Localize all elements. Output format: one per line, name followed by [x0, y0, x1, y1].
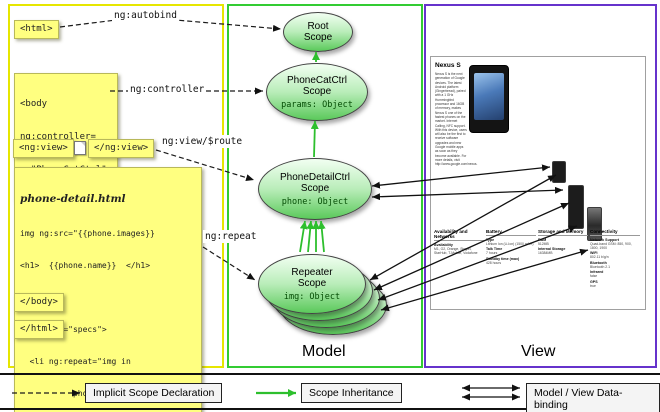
legend-implicit-scope: Implicit Scope Declaration	[85, 383, 223, 403]
legend-scope-inheritance: Scope Inheritance	[301, 383, 402, 403]
scope-type: Scope	[302, 85, 332, 97]
html-close-tag: </html>	[14, 320, 64, 339]
ngview-close-tag: </ng:view>	[88, 139, 155, 158]
spec-row: Talk Time 7 hours	[486, 247, 536, 255]
phone-thumbnail	[587, 207, 602, 241]
spec-header: Battery	[486, 229, 536, 236]
legend-data-binding: Model / View Data-binding	[526, 383, 660, 412]
spec-label: GPS	[590, 279, 598, 284]
spec-value: 16384MB	[538, 251, 553, 255]
spec-column: Connectivity Network Support Quad-band G…	[590, 229, 640, 289]
spec-column: Storage and Memory RAM 512MB Internal St…	[538, 229, 588, 289]
spec-row: Bluetooth Bluetooth 2.1	[590, 261, 640, 269]
scope-property: img: Object	[283, 291, 341, 302]
phone-detail-filename: phone-detail.html	[20, 193, 126, 205]
scope-type: Scope	[303, 32, 333, 43]
body-open-line: ng:controller=	[20, 132, 96, 142]
html-open-tag: <html>	[14, 20, 59, 39]
ng-controller-label: ng:controller	[128, 83, 207, 96]
code-line: <li ng:repeat="img in	[20, 357, 131, 366]
spec-value: Bluetooth 2.1	[590, 264, 610, 269]
spec-row: WiFi 802.11 b/g/n	[590, 251, 640, 259]
ng-repeat-label: ng:repeat	[203, 230, 259, 243]
phone-detail-page: Nexus S Nexus S is the next generation o…	[430, 56, 646, 310]
body-open-line: <body	[20, 99, 48, 109]
spec-label: Infrared	[590, 270, 604, 274]
ng-view-route-label: ng:view/$route	[160, 135, 245, 148]
code-line: <h1> {{phone.name}} </h1>	[20, 261, 151, 270]
model-panel-label: Model	[302, 343, 346, 360]
ngview-open-tag: <ng:view>	[13, 139, 74, 158]
spec-row: Internal Storage 16384MB	[538, 247, 588, 255]
scope-type: Scope	[300, 182, 330, 194]
root-scope: Root Scope	[283, 12, 353, 52]
spec-row: Availability M1, O2, Orange, Singtel, St…	[434, 243, 484, 255]
phone-screen	[474, 73, 504, 120]
phonedetailctrl-scope: PhoneDetailCtrl Scope phone: Object	[258, 158, 372, 220]
spec-row: Type Lithium Ion (Li-Ion) (1500 mAH)	[486, 238, 536, 246]
spec-row: GPS true	[590, 280, 640, 288]
spec-value: Lithium Ion (Li-Ion) (1500 mAH)	[486, 241, 534, 246]
phone-description: Nexus S is the next generation of Google…	[435, 72, 478, 167]
phonecatctrl-scope: PhoneCatCtrl Scope params: Object	[266, 63, 368, 121]
spec-header: Connectivity	[590, 229, 640, 236]
spec-row: Infrared false	[590, 270, 640, 278]
scope-name: PhoneCatCtrl	[286, 74, 348, 86]
specs-table: Availability and Networks Availability M…	[434, 229, 642, 289]
spec-label: Bluetooth	[590, 260, 607, 265]
phone-thumbnail	[552, 161, 566, 183]
phone-detail-note: phone-detail.html img ng:src="{{phone.im…	[14, 167, 202, 412]
scope-name: Repeater	[291, 266, 333, 278]
spec-value: Quad-band GSM: 850, 900, 1800, 1900	[590, 241, 632, 250]
spec-column: Availability and Networks Availability M…	[434, 229, 484, 289]
spec-header: Availability and Networks	[434, 229, 484, 241]
spec-value: 7 hours	[486, 251, 498, 255]
spec-label: Network Support	[590, 237, 619, 242]
code-line: img ng:src="{{phone.images}}	[20, 229, 155, 238]
spec-row: Network Support Quad-band GSM: 850, 900,…	[590, 238, 640, 250]
legend-divider-bottom	[0, 408, 660, 410]
legend-divider-top	[0, 373, 660, 375]
spec-label: WiFi	[590, 251, 598, 255]
spec-row: RAM 512MB	[538, 238, 588, 246]
scope-property: phone: Object	[281, 196, 349, 207]
scope-property: params: Object	[281, 99, 353, 110]
repeater-scope: Repeater Scope img: Object	[258, 254, 366, 314]
spec-value: true	[590, 283, 596, 288]
spec-header: Storage and Memory	[538, 229, 588, 236]
body-close-tag: </body>	[14, 293, 64, 312]
spec-value: M1, O2, Orange, Singtel, StarHub, T-Mobi…	[434, 246, 478, 255]
scope-name: PhoneDetailCtrl	[279, 171, 351, 183]
phone-thumbnail	[568, 185, 584, 229]
view-panel-label: View	[521, 343, 556, 360]
spec-value: 428 hours	[486, 260, 502, 265]
spec-value: false	[590, 274, 598, 278]
spec-value: 512MB	[538, 241, 549, 246]
document-icon	[74, 141, 86, 155]
spec-row: Standby time (max) 428 hours	[486, 257, 536, 265]
spec-value: 802.11 b/g/n	[590, 255, 609, 259]
scope-type: Scope	[297, 277, 327, 289]
scope-name: Root	[307, 21, 329, 32]
ng-autobind-label: ng:autobind	[112, 9, 179, 22]
phone-image	[469, 65, 509, 133]
spec-column: Battery Type Lithium Ion (Li-Ion) (1500 …	[486, 229, 536, 289]
phone-name-heading: Nexus S	[435, 62, 461, 69]
